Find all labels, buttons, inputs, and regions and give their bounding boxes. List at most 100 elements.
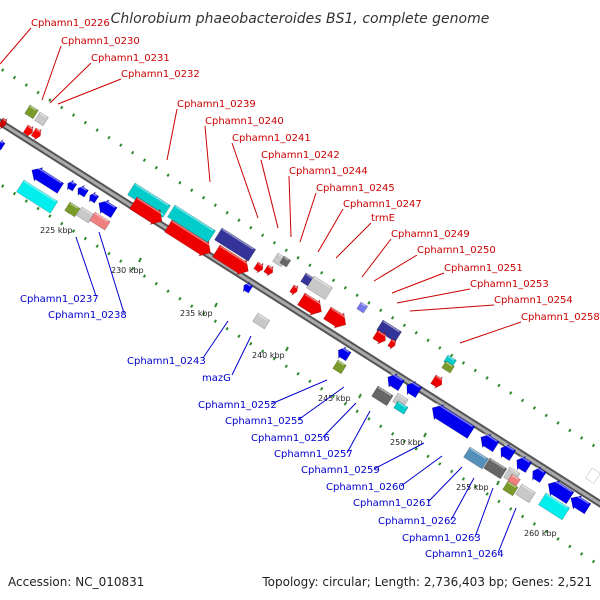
gene-highlight [397,393,407,400]
gene-label-forward[interactable]: Cphamn1_0247 [343,199,422,210]
gene-shape [253,261,264,274]
gene-label-reverse[interactable]: mazG [202,373,231,384]
gene-shape [98,199,118,219]
gene-label-reverse[interactable]: Cphamn1_0238 [48,310,127,321]
gene-label-forward[interactable]: Cphamn1_0239 [177,99,256,110]
gene-label-reverse[interactable]: Cphamn1_0256 [251,433,330,444]
gene-feature [338,346,352,362]
gene-label-reverse[interactable]: Cphamn1_0252 [198,400,277,411]
gene-label-forward[interactable]: Cphamn1_0249 [391,229,470,240]
leader-line [297,386,345,421]
gene-feature [430,374,443,390]
gene-label-forward[interactable]: Cphamn1_0253 [470,279,549,290]
gene-label-forward[interactable]: trmE [371,213,395,224]
gene-feature [31,165,65,194]
gene-label-reverse[interactable]: Cphamn1_0264 [425,549,504,560]
gene-highlight [267,265,273,270]
gene-highlight [171,220,213,248]
gene-feature [129,196,164,225]
gene-feature [214,227,257,262]
gene-feature [585,467,600,484]
gene-feature [253,261,264,274]
gene-feature [212,244,251,276]
gene-highlight [545,493,568,509]
gene-feature [279,255,292,268]
leader-line [459,321,522,344]
leader-line [322,402,357,438]
gene-label-forward[interactable]: Cphamn1_0226 [31,18,110,29]
gene-highlight [340,346,350,353]
gene-label-forward[interactable]: Cphamn1_0241 [232,133,311,144]
gene-feature [76,206,95,224]
gene-label-reverse[interactable]: Cphamn1_0259 [301,465,380,476]
gene-shape [31,167,65,194]
leader-line [497,507,517,554]
gene-shape [212,244,249,276]
gene-label-forward[interactable]: Cphamn1_0258 [521,312,600,323]
gene-label-reverse[interactable]: Cphamn1_0262 [378,516,457,527]
gene-feature [30,127,42,141]
genome-backbone [0,118,600,508]
gene-label-reverse[interactable]: Cphamn1_0243 [127,356,206,367]
gene-shape [570,495,592,515]
gene-highlight [551,478,573,493]
gene-highlight [69,202,79,209]
gene-shape [22,124,34,138]
gene-highlight [313,276,331,289]
gene-shape [332,359,347,375]
gene-label-forward[interactable]: Cphamn1_0245 [316,183,395,194]
gene-shape [289,284,299,296]
gene-shape [532,466,547,483]
gene-label-reverse[interactable]: Cphamn1_0260 [326,482,405,493]
gene-label-forward[interactable]: Cphamn1_0251 [444,263,523,274]
gene-label-reverse[interactable]: Cphamn1_0257 [274,449,353,460]
gene-highlight [503,443,514,451]
gene-highlight [35,128,41,133]
gene-shape [500,443,517,462]
gene-shape [89,191,100,204]
gene-label-forward[interactable]: Cphamn1_0244 [289,166,368,177]
gene-highlight [136,197,164,216]
gene-shape [127,182,171,218]
gene-highlight [283,256,289,261]
gene-feature [323,306,348,329]
gene-label-forward[interactable]: Cphamn1_0240 [205,116,284,127]
leader-line [391,272,445,294]
gene-shape [483,457,508,480]
gene-feature [67,179,78,192]
gene-feature [263,264,274,277]
gene-highlight [69,180,75,185]
gene-shape [393,400,409,415]
gene-highlight [435,402,474,428]
gene-shape [30,127,42,141]
gene-feature [387,338,397,350]
gene-label-reverse[interactable]: Cphamn1_0237 [20,294,99,305]
gene-highlight [174,205,214,232]
gene-feature [441,360,455,374]
gene-shape [0,139,6,151]
gene-feature [393,400,409,415]
gene-label-reverse[interactable]: Cphamn1_0255 [225,416,304,427]
gene-shape [164,219,211,257]
gene-highlight [489,458,506,470]
gene-label-reverse[interactable]: Cphamn1_0263 [402,533,481,544]
gene-label-reverse[interactable]: Cphamn1_0261 [353,498,432,509]
gene-label-forward[interactable]: Cphamn1_0230 [61,36,140,47]
gene-feature [500,443,517,462]
leader-line [0,27,32,65]
gene-label-forward[interactable]: Cphamn1_0242 [261,150,340,161]
gene-label-forward[interactable]: Cphamn1_0254 [494,295,573,306]
gene-feature [515,483,536,504]
gene-label-forward[interactable]: Cphamn1_0250 [417,245,496,256]
tick-label: 250 kbp [390,438,423,447]
gene-highlight [390,372,403,381]
gene-shape [585,467,600,484]
gene-shape [441,360,455,374]
gene-feature [64,201,81,218]
gene-shape [323,306,347,329]
gene-highlight [293,285,298,289]
gene-feature [507,473,521,487]
leader-line [373,442,425,470]
gene-label-forward[interactable]: Cphamn1_0231 [91,53,170,64]
gene-label-forward[interactable]: Cphamn1_0232 [121,69,200,80]
